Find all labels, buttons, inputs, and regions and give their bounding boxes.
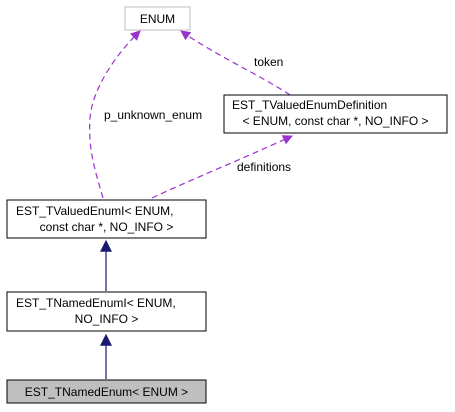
edge-token [180,30,291,96]
node-enum-label: ENUM [140,12,175,26]
node-named-enum-i-line1: EST_TNamedEnumI< ENUM, [16,296,176,310]
node-valued-enum-definition-line2: < ENUM, const char *, NO_INFO > [242,114,428,128]
node-named-enum[interactable]: EST_TNamedEnum< ENUM > [6,379,207,404]
edge-label-p-unknown-enum: p_unknown_enum [104,108,202,122]
node-named-enum-i[interactable]: EST_TNamedEnumI< ENUM, NO_INFO > [6,291,207,332]
node-enum[interactable]: ENUM [124,6,191,31]
node-named-enum-i-line2: NO_INFO > [75,312,139,326]
edge-p-unknown-enum [89,30,141,199]
node-valued-enum-i-line1: EST_TValuedEnumI< ENUM, [16,204,174,218]
node-valued-enum-i[interactable]: EST_TValuedEnumI< ENUM, const char *, NO… [6,199,207,239]
edge-definitions [151,135,293,199]
node-named-enum-label: EST_TNamedEnum< ENUM > [25,385,188,399]
node-valued-enum-definition[interactable]: EST_TValuedEnumDefinition < ENUM, const … [223,94,448,134]
edge-label-token: token [254,55,283,69]
node-valued-enum-definition-line1: EST_TValuedEnumDefinition [232,98,387,112]
edge-label-definitions: definitions [237,160,291,174]
node-valued-enum-i-line2: const char *, NO_INFO > [40,220,174,234]
